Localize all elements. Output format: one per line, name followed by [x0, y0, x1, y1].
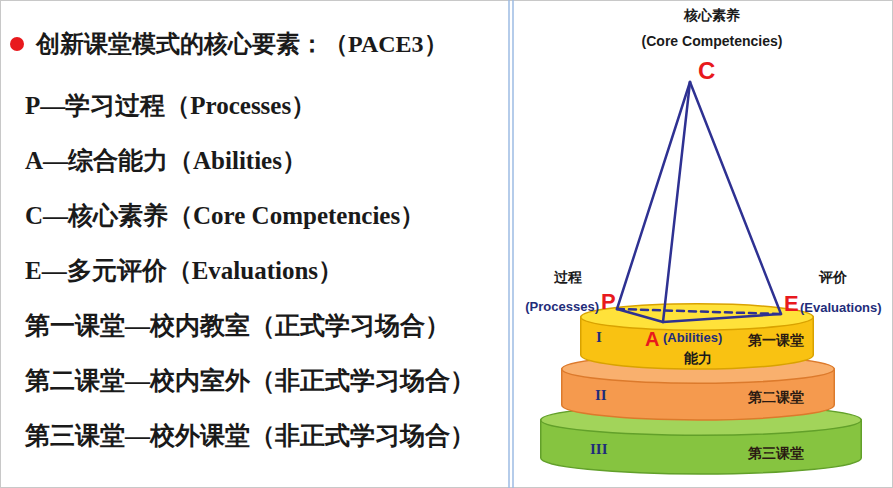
list-line-holder: P—学习过程（Processes） [25, 92, 316, 120]
classroom-label-holder: 第二课堂 [748, 390, 804, 405]
vertex-label: 评价 [819, 270, 847, 285]
vertex-label-holder: 过程 [554, 270, 582, 285]
list-line: 第二课堂—校内室外（非正式学习场合） [25, 367, 475, 395]
classroom-label: 第二课堂 [748, 390, 804, 405]
pyramid-edge [663, 82, 690, 322]
pyramid-edge [690, 82, 781, 314]
vertex-letter: P [601, 290, 616, 314]
vertex-label: 过程 [554, 270, 582, 285]
list-line-holder: 第一课堂—校内教室（正式学习场合） [25, 312, 450, 340]
vertex-letter-holder: C [698, 58, 715, 84]
disc-top [541, 405, 862, 436]
list-line: 第一课堂—校内教室（正式学习场合） [25, 312, 450, 340]
roman-numeral-holder: III [590, 441, 608, 458]
list-line-holder: 第三课堂—校外课堂（非正式学习场合） [25, 422, 475, 450]
vertex-label-holder: (Processes) [525, 300, 599, 314]
apex-label: 核心素养 [684, 8, 740, 23]
vertex-label-holder: 评价 [819, 270, 847, 285]
pyramid-hidden-edge [617, 309, 781, 314]
vertex-label-holder: 能力 [684, 351, 712, 366]
vertex-label-holder: (Abilities) [663, 331, 722, 345]
disc-node: III 第三课堂 [540, 404, 862, 474]
roman-numeral: II [595, 387, 607, 404]
bullet-dot [10, 37, 24, 51]
separator-line [508, 0, 510, 488]
list-line: A—综合能力（Abilities） [25, 147, 307, 175]
list-line-holder: A—综合能力（Abilities） [25, 147, 307, 175]
vertex-letter: A [645, 328, 659, 350]
list-line: P—学习过程（Processes） [25, 92, 316, 120]
vertex-letter-holder: A [645, 328, 659, 350]
separator-line [512, 0, 514, 488]
pyramid-edge [617, 82, 690, 309]
classroom-label-holder: 第三课堂 [748, 446, 804, 461]
vertex-letter-holder: E [784, 292, 799, 316]
apex-label-holder: 核心素养 [684, 8, 740, 23]
title-holder: 创新课堂模式的核心要素：（PACE3） [36, 31, 448, 57]
roman-numeral-holder: II [595, 387, 607, 404]
list-line-holder: C—核心素养（Core Competencies） [25, 202, 425, 230]
title: 创新课堂模式的核心要素：（PACE3） [36, 31, 448, 57]
roman-numeral: III [590, 441, 608, 458]
vertex-label: (Abilities) [663, 331, 722, 345]
vertex-letter-holder: P [601, 290, 616, 314]
vertex-letter: E [784, 292, 799, 316]
list-line: C—核心素养（Core Competencies） [25, 202, 425, 230]
vertex-label: (Evaluations) [800, 301, 882, 315]
apex-label: (Core Competencies) [642, 34, 783, 49]
pyramid-edge [663, 314, 781, 322]
list-line: E—多元评价（Evaluations） [25, 257, 343, 285]
roman-numeral: I [596, 329, 602, 346]
classroom-label-holder: 第一课堂 [748, 333, 804, 348]
pyramid-edge [617, 309, 663, 322]
vertex-letter: C [698, 58, 715, 84]
vertex-label: (Processes) [525, 300, 599, 314]
list-line: 第三课堂—校外课堂（非正式学习场合） [25, 422, 475, 450]
classroom-label: 第三课堂 [748, 446, 804, 461]
list-line-holder: E—多元评价（Evaluations） [25, 257, 343, 285]
classroom-label: 第一课堂 [748, 333, 804, 348]
vertex-label-holder: (Evaluations) [800, 301, 882, 315]
disc-shape [540, 404, 862, 474]
vertex-label: 能力 [684, 351, 712, 366]
roman-numeral-holder: I [596, 329, 602, 346]
list-line-holder: 第二课堂—校内室外（非正式学习场合） [25, 367, 475, 395]
apex-label-holder: (Core Competencies) [642, 34, 783, 49]
